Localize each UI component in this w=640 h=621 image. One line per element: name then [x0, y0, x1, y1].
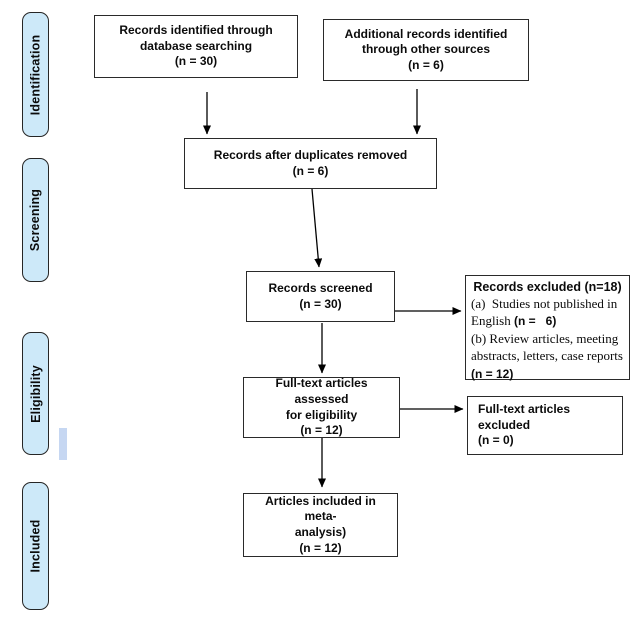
box-text-line: Articles included in meta-	[265, 493, 376, 524]
stage-screening: Screening	[22, 158, 49, 282]
box-count: (n = 6)	[408, 57, 444, 72]
box-count: (n = 30)	[174, 54, 218, 69]
stray-highlight-bar	[59, 428, 67, 460]
stage-screening-label: Screening	[28, 188, 43, 252]
box-text-line: Additional records identified	[344, 26, 508, 41]
box-text-line: analysis)	[294, 525, 347, 539]
box-count: (n = 12)	[300, 423, 343, 438]
box-text-line: Records screened	[268, 280, 373, 295]
box-count: (n = 12)	[299, 540, 342, 555]
box-records-screened: Records screened (n = 30)	[246, 271, 395, 322]
box-text-line: for eligibility	[285, 407, 358, 422]
arrow-duplicates-to-screened	[311, 188, 323, 268]
box-fulltext-assessed: Full-text articles assessed for eligibil…	[243, 376, 400, 438]
excluded-reason-b: (b) Review articles, meeting abstracts, …	[471, 330, 624, 382]
stage-included: Included	[22, 482, 49, 610]
excluded-reason-b-text: (b) Review articles, meeting abstracts, …	[471, 331, 623, 364]
box-count: (n = 0)	[478, 433, 514, 448]
box-text-line: database searching	[139, 38, 253, 53]
stage-included-label: Included	[28, 519, 43, 573]
box-count: (n = 30)	[299, 296, 342, 311]
box-text-line: Records identified through	[119, 23, 273, 38]
excluded-heading: Records excluded (n=18)	[473, 280, 622, 294]
excluded-reason-a-text: (a) Studies not published in English	[471, 296, 618, 329]
box-fulltext-excluded: Full-text articles excluded (n = 0)	[467, 396, 623, 455]
box-records-identified: Records identified through database sear…	[94, 15, 298, 78]
stage-identification: Identification	[22, 12, 49, 137]
excluded-reason-a-count: (n = 6)	[513, 314, 557, 329]
box-text-line: through other sources	[361, 42, 490, 57]
box-text-line: Full-text articles assessed	[275, 376, 368, 406]
box-records-excluded: Records excluded (n=18) (a) Studies not …	[465, 275, 630, 382]
box-duplicates-removed: Records after duplicates removed (n = 6)	[184, 138, 437, 189]
box-additional-records: Additional records identified through ot…	[323, 19, 529, 81]
box-text-line: Records after duplicates removed	[213, 147, 408, 162]
excluded-reason-b-count: (n = 12)	[471, 366, 514, 381]
box-count: (n = 6)	[292, 163, 329, 178]
stage-eligibility: Eligibility	[22, 332, 49, 455]
box-text-line: Full-text articles excluded	[478, 402, 571, 432]
stage-identification-label: Identification	[28, 34, 43, 115]
excluded-reason-a: (a) Studies not published in English (n …	[471, 295, 624, 330]
box-included-meta-analysis: Articles included in meta- analysis) (n …	[243, 493, 398, 557]
stage-eligibility-label: Eligibility	[28, 364, 43, 423]
